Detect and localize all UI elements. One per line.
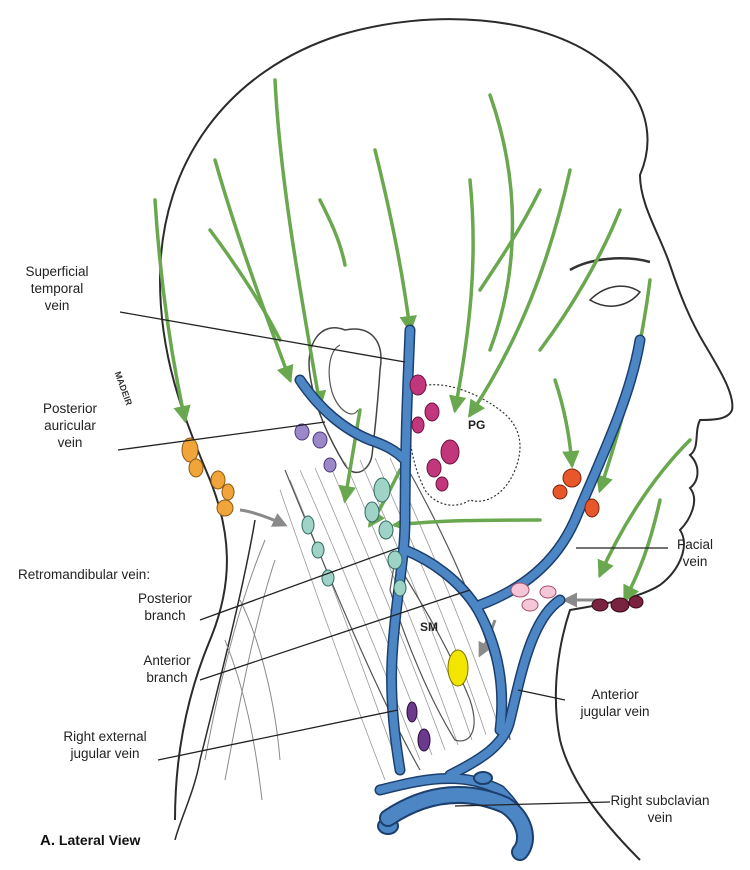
lymph-node	[522, 599, 538, 611]
lymph-arrow	[395, 520, 540, 525]
lymph-node	[211, 471, 225, 489]
lymph-node	[592, 599, 608, 611]
lymph-arrow	[155, 200, 185, 420]
submental-nodes	[592, 596, 643, 612]
anterior-branch-vein	[405, 550, 502, 730]
label-superficial-temporal-vein: Superficial temporal vein	[2, 263, 112, 314]
lymph-node	[511, 583, 529, 597]
lymph-node	[379, 521, 393, 539]
lymph-arrow	[455, 180, 473, 410]
parotid-gland	[409, 385, 520, 506]
lymph-node	[553, 485, 567, 499]
lymph-node	[388, 551, 402, 569]
lymph-arrow	[320, 200, 345, 265]
lymph-arrow	[215, 160, 290, 380]
lymph-arrow	[555, 380, 572, 465]
vein-stub	[474, 772, 492, 784]
lymph-node	[313, 432, 327, 448]
eye-outline	[590, 286, 640, 306]
ear-inner	[329, 345, 358, 414]
mastoid-nodes	[295, 424, 336, 472]
label-posterior-auricular-vein: Posterior auricular vein	[20, 400, 120, 451]
leader-posterior-auricular	[118, 422, 325, 450]
figure-caption: A. Lateral View	[40, 832, 140, 849]
lymph-node	[611, 598, 629, 612]
lymph-node	[189, 459, 203, 477]
lymph-node	[324, 458, 336, 472]
label-anterior-branch: Anterior branch	[122, 652, 212, 686]
lymph-arrow	[490, 95, 513, 350]
lymph-node	[412, 417, 424, 433]
label-sm: SM	[420, 620, 438, 634]
lymph-node	[302, 516, 314, 534]
cervical-nodes	[302, 478, 406, 596]
label-right-subclavian-vein: Right subclavian vein	[590, 792, 730, 826]
lymph-node	[410, 375, 426, 395]
lymph-arrow	[210, 230, 280, 340]
lymph-node	[540, 586, 556, 598]
jugulo-omohyoid-node	[448, 650, 468, 686]
gray-arrow	[240, 510, 285, 525]
lymph-node	[217, 500, 233, 516]
label-anterior-jugular-vein: Anterior jugular vein	[555, 686, 675, 720]
lymph-node	[425, 403, 439, 421]
caption-letter: A.	[40, 832, 55, 849]
lymph-node	[312, 542, 324, 558]
lymph-node	[407, 702, 417, 722]
lymph-node	[436, 477, 448, 491]
label-right-external-jugular-vein: Right external jugular vein	[40, 728, 170, 762]
deep-cervical-nodes	[407, 702, 430, 751]
lymph-node	[394, 580, 406, 596]
label-retromandibular-vein: Retromandibular vein:	[18, 566, 238, 583]
caption-text: Lateral View	[59, 832, 140, 848]
leader-external-jugular	[158, 710, 398, 760]
lymph-node	[427, 459, 441, 477]
lymph-flow-arrows	[155, 80, 690, 600]
gray-arrows	[240, 510, 598, 655]
lymph-node	[222, 484, 234, 500]
lymph-arrow	[540, 210, 620, 350]
lymph-node	[441, 440, 459, 464]
lymph-node	[563, 469, 581, 487]
lymph-node	[374, 478, 390, 502]
eyebrow	[570, 258, 650, 270]
lymph-node	[629, 596, 643, 608]
lymph-node	[418, 729, 430, 751]
lymph-node	[365, 502, 379, 522]
leader-superficial-temporal	[120, 312, 405, 362]
lymph-arrow	[375, 150, 410, 330]
lymph-node	[585, 499, 599, 517]
label-posterior-branch: Posterior branch	[120, 590, 210, 624]
leader-posterior-branch	[200, 548, 398, 620]
label-facial-vein: Facial vein	[660, 536, 730, 570]
label-pg: PG	[468, 418, 485, 432]
